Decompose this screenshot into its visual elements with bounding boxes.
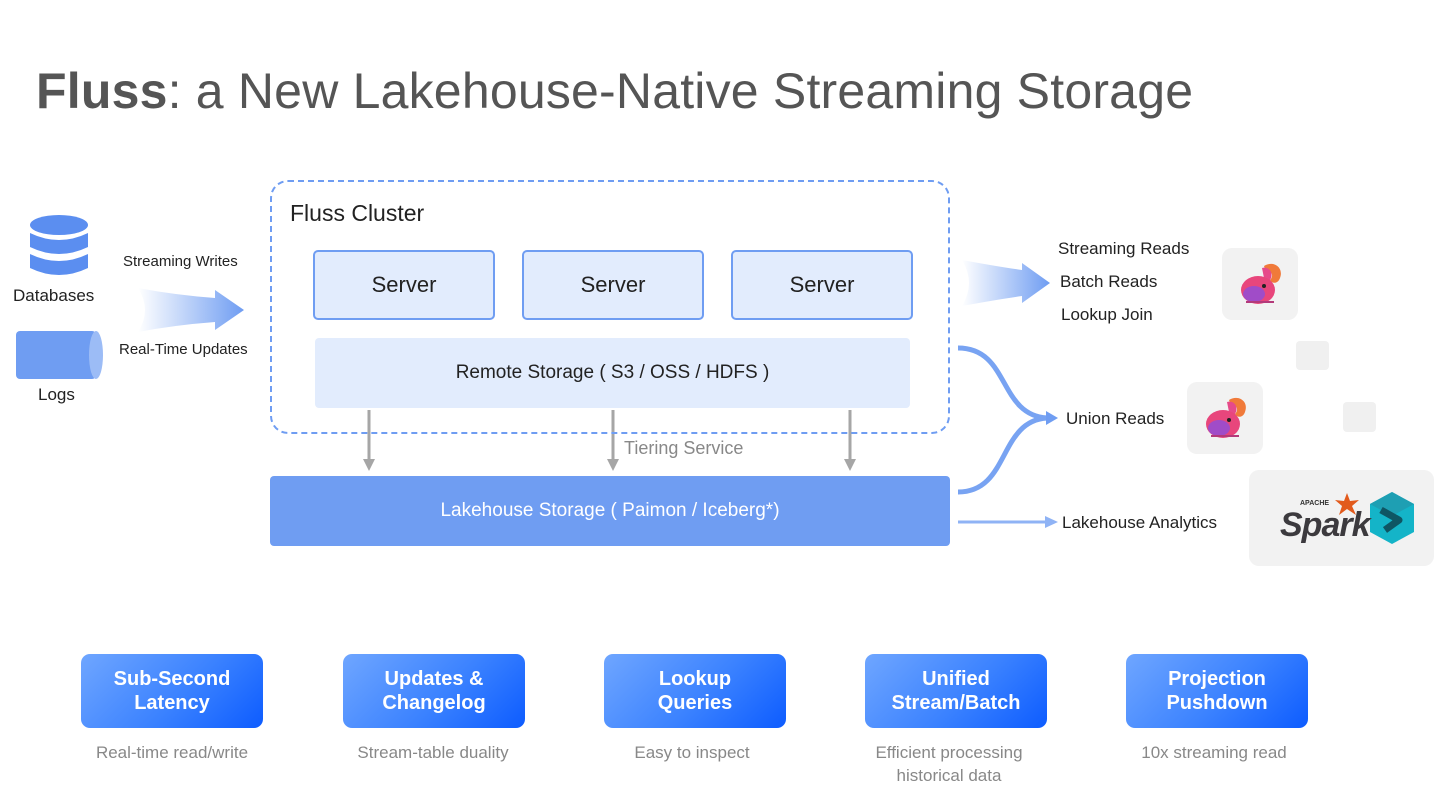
feature-desc-1: Real-time read/write bbox=[95, 743, 249, 762]
realtime-updates-label: Real-Time Updates bbox=[119, 341, 248, 358]
ingest-arrow bbox=[138, 288, 244, 332]
remote-storage: Remote Storage ( S3 / OSS / HDFS ) bbox=[315, 338, 910, 408]
flink-squirrel-icon bbox=[1206, 397, 1246, 438]
lakehouse-storage: Lakehouse Storage ( Paimon / Iceberg*) bbox=[270, 476, 950, 546]
database-icon bbox=[28, 214, 90, 285]
feature-desc-2: Stream-table duality bbox=[357, 743, 509, 762]
spark-logo-text: Spark bbox=[1280, 506, 1370, 544]
tiering-arrows bbox=[363, 410, 856, 471]
analytics-arrowhead bbox=[1045, 516, 1058, 528]
union-upper-curve bbox=[957, 345, 1048, 421]
flink-logo-tile-1 bbox=[1222, 248, 1298, 320]
reads-arrow bbox=[962, 260, 1050, 306]
analytics-logo-tile: APACHE Spark bbox=[1249, 470, 1434, 566]
server-3: Server bbox=[731, 250, 913, 320]
feature-desc-3: Easy to inspect bbox=[634, 743, 750, 762]
spark-star-icon bbox=[1335, 493, 1359, 515]
logs-icon bbox=[16, 330, 106, 385]
spark-logo-small: APACHE bbox=[1300, 500, 1330, 507]
flink-squirrel-icon bbox=[1241, 263, 1281, 304]
server-1: Server bbox=[313, 250, 495, 320]
union-arrowhead bbox=[1046, 411, 1058, 425]
placeholder-square-1 bbox=[1296, 341, 1329, 370]
streaming-reads-label: Streaming Reads bbox=[1058, 239, 1190, 258]
union-reads-label: Union Reads bbox=[1066, 409, 1165, 428]
cluster-label: Fluss Cluster bbox=[290, 200, 425, 226]
fluss-cluster bbox=[270, 180, 950, 434]
title-bold: Fluss bbox=[36, 63, 168, 119]
lakehouse-analytics-label: Lakehouse Analytics bbox=[1062, 513, 1217, 532]
batch-reads-label: Batch Reads bbox=[1060, 272, 1158, 291]
union-lower-curve bbox=[957, 415, 1048, 495]
streaming-writes-label: Streaming Writes bbox=[123, 253, 238, 270]
feature-updates-changelog: Updates &Changelog bbox=[343, 654, 525, 728]
server-2: Server bbox=[522, 250, 704, 320]
spark-logo: APACHE Spark bbox=[1266, 488, 1370, 548]
logs-label: Logs bbox=[38, 385, 75, 404]
title-rest: : a New Lakehouse-Native Streaming Stora… bbox=[167, 63, 1194, 119]
feature-desc-5: 10x streaming read bbox=[1141, 743, 1287, 762]
lookup-join-label: Lookup Join bbox=[1061, 305, 1153, 324]
tiering-service-label: Tiering Service bbox=[624, 438, 744, 458]
databases-label: Databases bbox=[13, 286, 95, 305]
placeholder-square-2 bbox=[1343, 402, 1376, 432]
flink-logo-tile-2 bbox=[1187, 382, 1263, 454]
starrocks-icon bbox=[1370, 492, 1414, 544]
page-title: Fluss: a New Lakehouse-Native Streaming … bbox=[36, 62, 1193, 120]
